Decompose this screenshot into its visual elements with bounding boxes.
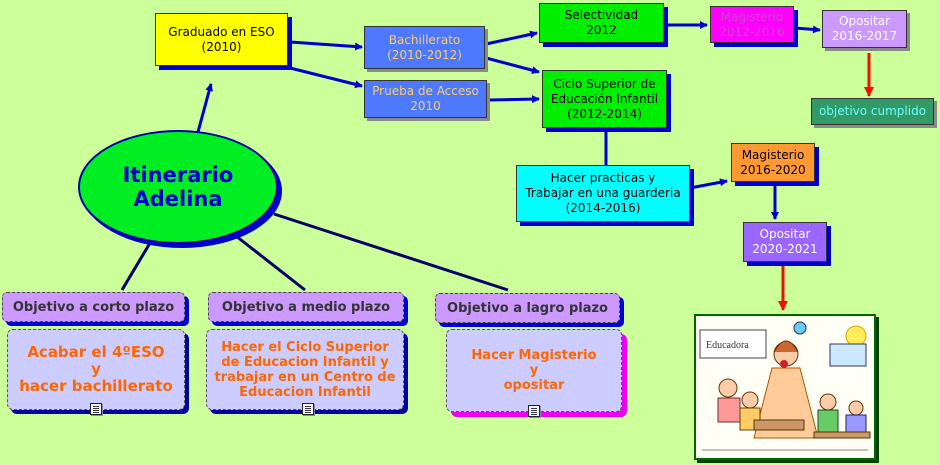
document-icon[interactable] bbox=[90, 403, 102, 415]
link-bachillerato-ciclo bbox=[485, 56, 540, 75]
link-center-largo bbox=[273, 212, 509, 292]
center-topic[interactable]: Itinerario Adelina bbox=[78, 130, 278, 244]
node-magisterio-2016[interactable]: Magisterio 2016-2020 bbox=[731, 143, 815, 182]
node-prueba-acceso[interactable]: Prueba de Acceso 2010 bbox=[364, 80, 487, 118]
document-icon[interactable] bbox=[528, 405, 540, 417]
link-center-corto bbox=[120, 242, 152, 291]
node-ciclo-superior[interactable]: Ciclo Superior de Educación Infantil (20… bbox=[542, 70, 667, 128]
node-objetivo-cumplido[interactable]: objetivo cumplido bbox=[811, 98, 934, 125]
link-magisterio-opositar bbox=[794, 25, 821, 34]
link-center-medio bbox=[235, 234, 306, 292]
document-icon[interactable] bbox=[302, 403, 314, 415]
node-magisterio-2012[interactable]: Magisterio 2012-2016 bbox=[710, 6, 794, 43]
node-bachillerato[interactable]: Bachillerato (2010-2012) bbox=[364, 26, 485, 69]
link-center-graduado bbox=[196, 83, 214, 133]
link-graduado-prueba bbox=[289, 66, 363, 89]
classroom-illustration: Educadora bbox=[699, 321, 871, 451]
link-graduado-bachillerato bbox=[289, 40, 363, 51]
objective-short-body[interactable]: Acabar el 4ºESO y hacer bachillerato bbox=[7, 329, 185, 410]
node-graduado-eso[interactable]: Graduado en ESO (2010) bbox=[155, 13, 288, 66]
teacher-classroom-drawing: Educadora bbox=[694, 314, 876, 460]
link-bachillerato-selectividad bbox=[485, 30, 538, 46]
objective-medium-body[interactable]: Hacer el Ciclo Superior de Educacion Inf… bbox=[206, 329, 404, 410]
objective-long-body[interactable]: Hacer Magisterio y opositar bbox=[446, 329, 622, 412]
node-opositar-2020[interactable]: Opositar 2020-2021 bbox=[743, 222, 827, 262]
objective-long-title[interactable]: Objetivo a lagro plazo bbox=[435, 293, 620, 323]
objective-medium-title[interactable]: Objetivo a medio plazo bbox=[208, 292, 404, 322]
link-prueba-ciclo bbox=[488, 95, 540, 104]
node-selectividad[interactable]: Selectividad 2012 bbox=[539, 3, 664, 43]
board-text: Educadora bbox=[706, 340, 749, 351]
node-practicas-guarderia[interactable]: Hacer practicas y Trabajar en una guarde… bbox=[516, 165, 690, 222]
objective-short-title[interactable]: Objetivo a corto plazo bbox=[2, 292, 185, 322]
node-opositar-2016[interactable]: Opositar 2016-2017 bbox=[822, 10, 907, 48]
link-practicas-magisterio bbox=[689, 178, 728, 190]
